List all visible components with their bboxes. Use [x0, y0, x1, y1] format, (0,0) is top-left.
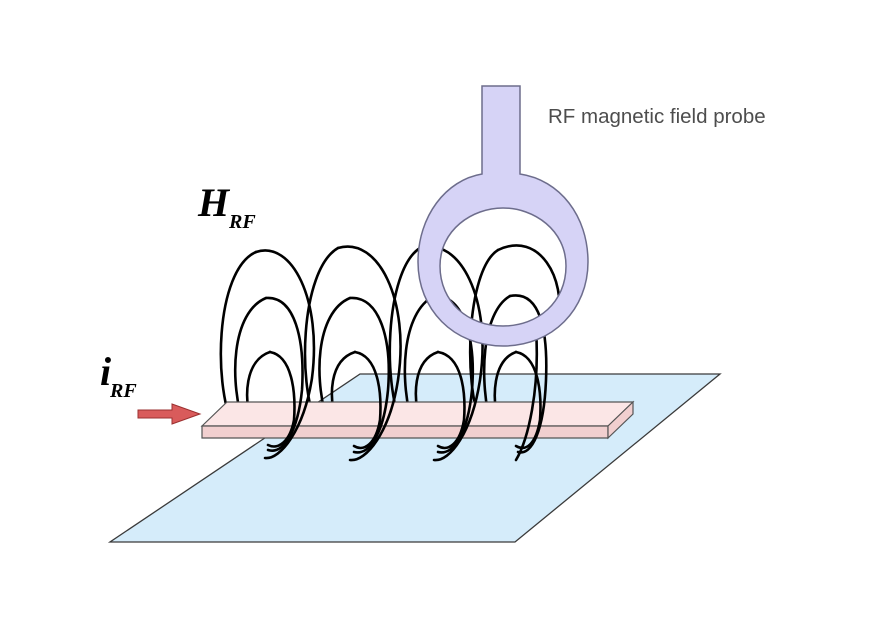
field-symbol: H RF: [197, 180, 256, 233]
trace-front-face: [201, 425, 609, 439]
current-symbol: i RF: [100, 349, 137, 402]
microstrip-trace: [200, 400, 635, 440]
field-loop-3-outer-front: [418, 245, 484, 462]
field-loop-2-inner-front: [352, 350, 382, 450]
loop-probe-icon: [417, 85, 589, 347]
field-loop-2-mid-front: [348, 296, 390, 454]
trace-top-face: [200, 401, 635, 427]
current-arrow-icon: [137, 403, 202, 425]
field-symbol-subscript: RF: [228, 211, 256, 233]
field-loop-1-mid-front: [264, 296, 304, 452]
current-symbol-subscript: RF: [109, 380, 137, 402]
trace-side-face: [607, 400, 634, 440]
field-loop-3-mid-front: [432, 294, 474, 454]
probe-body: [417, 85, 589, 347]
field-symbol-main: H: [197, 180, 231, 225]
field-loop-1-outer-front: [254, 249, 316, 460]
current-symbol-main: i: [100, 349, 111, 394]
field-loop-4-inner-front: [514, 350, 542, 450]
probe-label: RF magnetic field probe: [548, 105, 766, 128]
field-loop-4-mid-front: [508, 294, 548, 454]
field-loop-3-inner-front: [436, 350, 466, 450]
field-lines-front: [254, 244, 561, 462]
field-loop-1-inner-front: [266, 350, 296, 448]
field-loop-2-outer-front: [336, 245, 402, 462]
